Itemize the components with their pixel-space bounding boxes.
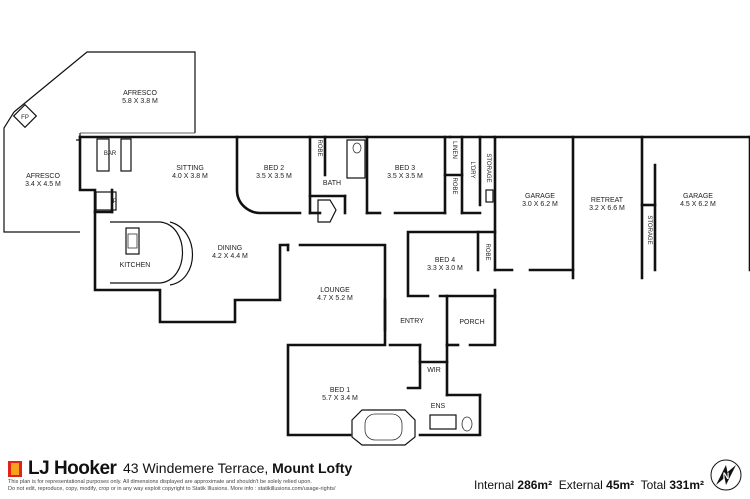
total-value: 331m² xyxy=(669,478,704,492)
fireplace-icon xyxy=(12,103,38,129)
floor-plan: AFRESCO 5.8 X 3.8 M AFRESCO 3.4 X 4.5 M … xyxy=(3,51,750,446)
bed4-name: BED 4 xyxy=(435,257,455,264)
external-value: 45m² xyxy=(606,478,635,492)
robe3-label: ROBE xyxy=(484,243,490,260)
bed4-size: 3.3 X 3.0 M xyxy=(427,265,463,272)
storage2-label: STORAGE xyxy=(646,215,652,244)
compass-letter: N xyxy=(723,471,730,481)
property-address: 43 Windemere Terrace, Mount Lofty xyxy=(123,460,352,476)
disclaimer-line-2: Do not edit, reproduce, copy, modify, cr… xyxy=(8,486,336,492)
bed2-size: 3.5 X 3.5 M xyxy=(256,173,292,180)
bath-label: BATH xyxy=(323,180,341,187)
garage2-size: 4.5 X 6.2 M xyxy=(680,201,716,208)
sitting-name: SITTING xyxy=(176,165,204,172)
retreat-name: RETREAT xyxy=(591,197,624,204)
disclaimer: This plan is for representational purpos… xyxy=(8,479,336,493)
dining-size: 4.2 X 4.4 M xyxy=(212,253,248,260)
sitting-size: 4.0 X 3.8 M xyxy=(172,173,208,180)
area-summary: Internal 286m² External 45m² Total 331m² xyxy=(474,478,704,492)
lounge-size: 4.7 X 5.2 M xyxy=(317,295,353,302)
bed1-name: BED 1 xyxy=(330,387,350,394)
pantry-label: P xyxy=(113,199,117,205)
lj-hooker-logo-icon xyxy=(8,461,22,477)
afresco-top-size: 5.8 X 3.8 M xyxy=(122,98,158,105)
afresco-top-name: AFRESCO xyxy=(123,90,157,97)
ldry-label: L'DRY xyxy=(469,161,475,178)
garage1-size: 3.0 X 6.2 M xyxy=(522,201,558,208)
address-street: 43 Windemere Terrace, xyxy=(123,460,273,476)
porch-label: PORCH xyxy=(459,319,484,326)
lounge-name: LOUNGE xyxy=(320,287,350,294)
afresco-outline xyxy=(3,51,196,233)
kitchen-label: KITCHEN xyxy=(120,262,151,269)
linen-label: LINEN xyxy=(451,141,457,159)
afresco-left-size: 3.4 X 4.5 M xyxy=(25,181,61,188)
bed3-name: BED 3 xyxy=(395,165,415,172)
bed2-name: BED 2 xyxy=(264,165,284,172)
address-suburb: Mount Lofty xyxy=(272,460,353,476)
afresco-left-name: AFRESCO xyxy=(26,173,60,180)
compass-icon: N xyxy=(710,459,742,491)
robe2-label: ROBE xyxy=(451,177,457,194)
brand-name: LJ Hooker xyxy=(28,458,117,479)
garage2-name: GARAGE xyxy=(683,193,713,200)
ens-label: ENS xyxy=(431,403,446,410)
retreat-size: 3.2 X 6.6 M xyxy=(589,205,625,212)
entry-label: ENTRY xyxy=(400,318,424,325)
internal-value: 286m² xyxy=(517,478,553,492)
storage1-label: STORAGE xyxy=(485,153,491,182)
bed3-size: 3.5 X 3.5 M xyxy=(387,173,423,180)
bed1-size: 5.7 X 3.4 M xyxy=(322,395,358,402)
garage1-name: GARAGE xyxy=(525,193,555,200)
wir-label: WIR xyxy=(427,367,441,374)
walls xyxy=(78,135,750,446)
external-label: External xyxy=(558,478,603,492)
robe1-label: ROBE xyxy=(316,139,322,156)
total-label: Total xyxy=(640,478,666,492)
internal-label: Internal xyxy=(474,478,515,492)
dining-name: DINING xyxy=(218,245,243,252)
bar-label: BAR xyxy=(104,151,117,157)
brand-logo: LJ Hooker xyxy=(8,458,117,480)
fp-label: FP xyxy=(21,115,29,121)
disclaimer-line-1: This plan is for representational purpos… xyxy=(8,479,312,485)
